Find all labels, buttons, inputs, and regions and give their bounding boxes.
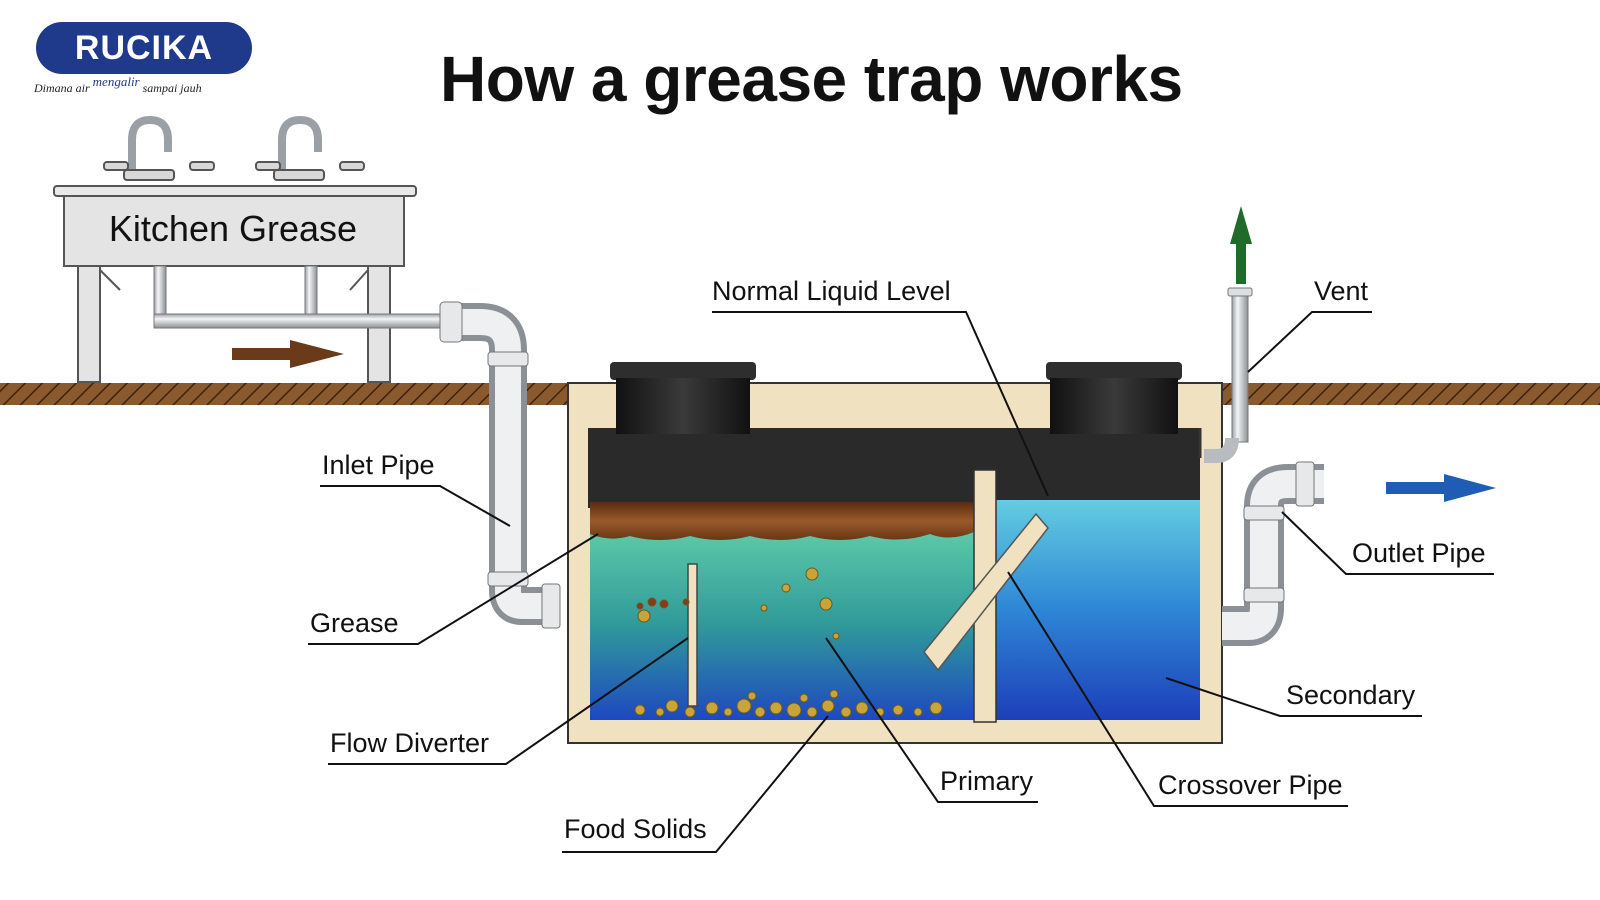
outlet-pipe: [1222, 461, 1324, 646]
leader-outlet-pipe: [1281, 511, 1494, 575]
kitchen-sink: [53, 115, 455, 383]
label-outlet-pipe: Outlet Pipe: [1352, 538, 1486, 568]
label-primary: Primary: [940, 766, 1033, 796]
faucet-right-icon: [255, 115, 365, 181]
inlet-pipe: [439, 301, 561, 629]
label-normal-liquid-level: Normal Liquid Level: [712, 276, 951, 306]
brand-logo: RUCIKA: [36, 22, 252, 74]
ground-right: [1222, 383, 1600, 405]
food-solids: [634, 567, 943, 718]
label-food-solids: Food Solids: [564, 814, 707, 844]
label-vent: Vent: [1314, 276, 1369, 306]
flow-diverter-plate: [687, 563, 698, 707]
primary-chamber-water: [590, 530, 974, 720]
leader-crossover-pipe: [1007, 571, 1348, 807]
ground-left: [0, 383, 570, 405]
leader-primary: [825, 637, 1038, 803]
leader-flow-diverter: [328, 637, 689, 765]
brand-name: RUCIKA: [74, 29, 214, 67]
page-title: How a grease trap works: [440, 43, 1183, 115]
vent-arrow-icon: [1230, 206, 1252, 284]
sink-label: Kitchen Grease: [108, 208, 358, 249]
label-flow-diverter: Flow Diverter: [330, 728, 490, 758]
label-inlet-pipe: Inlet Pipe: [322, 450, 435, 480]
leader-food-solids: [562, 715, 829, 853]
inflow-arrow-icon: [232, 340, 344, 368]
faucet-left-icon: [103, 115, 215, 181]
label-secondary: Secondary: [1286, 680, 1416, 710]
tagline-start: Dimana air: [34, 81, 90, 95]
crossover-pipe-shape: [923, 512, 1049, 672]
leader-inlet-pipe: [320, 485, 511, 527]
tank: [567, 362, 1223, 744]
tagline-highlight: mengalir: [92, 74, 140, 89]
label-grease: Grease: [310, 608, 399, 638]
vent-pipe: [1204, 287, 1253, 463]
leader-vent: [1247, 311, 1372, 373]
leader-normal-liquid-level: [712, 311, 1049, 497]
leader-grease: [308, 533, 599, 645]
tagline-end: sampai jauh: [142, 81, 202, 95]
leader-lines: [308, 311, 1494, 853]
label-crossover-pipe: Crossover Pipe: [1158, 770, 1343, 800]
leader-secondary: [1165, 677, 1422, 717]
outflow-arrow-icon: [1386, 474, 1496, 502]
brand-tagline: Dimana air mengalir sampai jauh: [34, 74, 264, 96]
grease-layer: [590, 502, 974, 540]
